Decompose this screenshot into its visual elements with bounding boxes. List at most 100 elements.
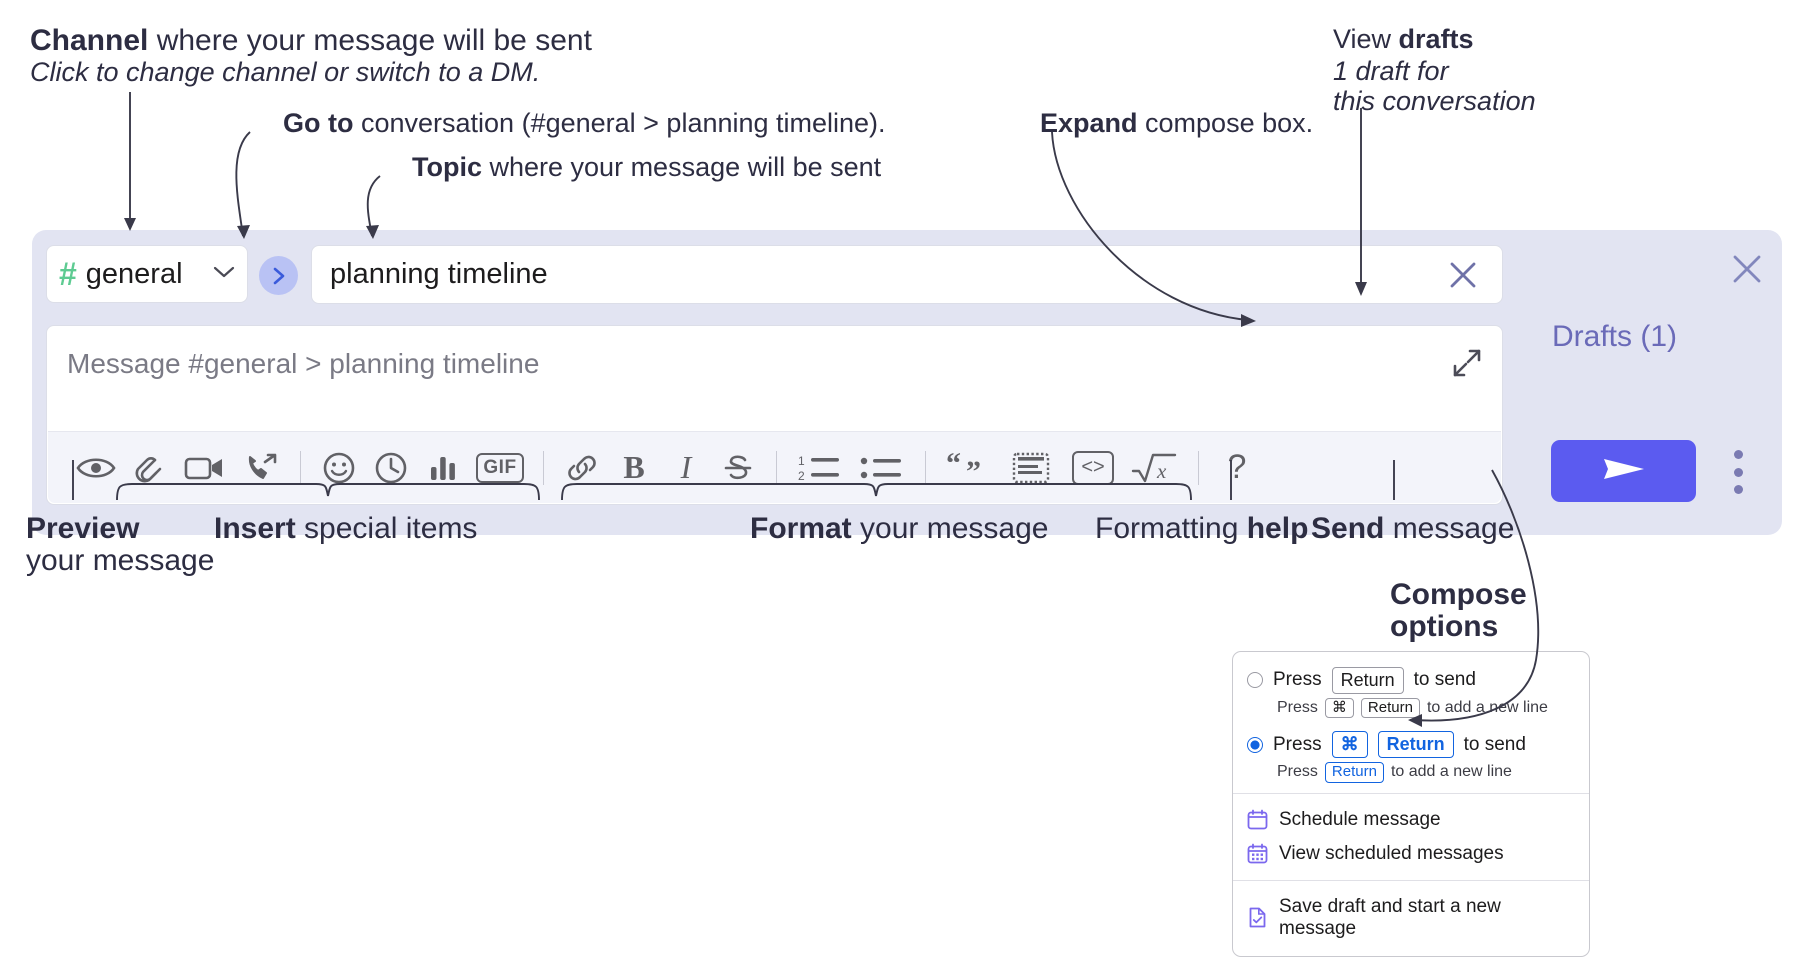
annotation-drafts-italic-2: this conversation [1333, 86, 1536, 116]
annotation-topic-rest: where your message will be sent [482, 152, 882, 182]
topic-input[interactable]: planning timeline [311, 245, 1503, 304]
hash-icon: # [59, 256, 77, 292]
annotation-insert-rest: special items [295, 512, 478, 545]
preview-eye-icon[interactable] [70, 442, 122, 494]
press-label-1: Press [1273, 669, 1322, 691]
annotation-preview-line2: your message [26, 544, 215, 577]
goto-conversation-button[interactable] [259, 256, 298, 295]
menu-radio-return-to-send[interactable]: Press Return to send [1233, 664, 1589, 697]
compose-options-menu: Press Return to send Press ⌘ Return to a… [1232, 651, 1590, 957]
annotation-co-bold-2: options [1390, 610, 1499, 643]
sub-press-label-2: Press [1277, 763, 1318, 781]
menu-item-view-scheduled-messages[interactable]: View scheduled messages [1233, 837, 1589, 871]
gif-icon[interactable]: GIF [469, 442, 531, 494]
annotation-send-bold: Send [1311, 512, 1385, 545]
blockquote-icon[interactable]: “ ” [938, 442, 1000, 494]
annotation-goto: Go to conversation (#general > planning … [283, 106, 886, 141]
italic-icon[interactable]: I [660, 442, 712, 494]
annotation-goto-rest: conversation (#general > planning timeli… [353, 108, 886, 138]
dot-2 [1733, 467, 1743, 477]
code-block-dotted-icon[interactable] [1000, 442, 1062, 494]
press-label-2: Press [1273, 733, 1322, 755]
document-check-icon [1247, 907, 1268, 928]
emoji-smiley-icon[interactable] [313, 442, 365, 494]
annotation-format-bold: Format [750, 512, 852, 545]
key-return-2: Return [1377, 731, 1454, 758]
calendar-grid-icon [1247, 843, 1268, 864]
svg-text:x: x [1156, 459, 1167, 483]
toolbar-divider-1 [300, 450, 301, 485]
annotation-channel-line1: Channel where your message will be sent [30, 22, 592, 60]
key-cmd-1: ⌘ [1324, 697, 1354, 719]
key-cmd-2: ⌘ [1331, 731, 1368, 758]
link-icon[interactable] [556, 442, 608, 494]
to-send-label-2: to send [1463, 733, 1526, 755]
channel-picker[interactable]: # general [46, 245, 248, 303]
calendar-icon [1247, 809, 1268, 830]
compose-options-button[interactable] [1725, 450, 1751, 494]
radio-unselected-icon[interactable] [1247, 672, 1263, 689]
annotation-drafts-line1: View drafts [1333, 22, 1474, 57]
channel-name-label: general [85, 257, 183, 290]
annotation-send-rest: message [1384, 512, 1515, 545]
bulleted-list-icon[interactable] [851, 442, 913, 494]
message-placeholder: Message #general > planning timeline [67, 348, 540, 379]
key-return-sub-2: Return [1324, 761, 1384, 783]
menu-item-save-draft[interactable]: Save draft and start a new message [1233, 890, 1589, 946]
attachment-paperclip-icon[interactable] [122, 442, 174, 494]
bold-icon[interactable]: B [608, 442, 660, 494]
annotation-insert-bold: Insert [214, 512, 296, 545]
annotation-formatting-help: Formatting help [1095, 510, 1308, 548]
annotation-format-rest: your message [851, 512, 1049, 545]
bar-chart-poll-icon[interactable] [417, 442, 469, 494]
annotation-channel-italic: Click to change channel or switch to a D… [30, 57, 541, 87]
message-input-box[interactable]: Message #general > planning timeline [46, 325, 1503, 505]
sub-tail-1: to add a new line [1426, 698, 1548, 716]
dot-3 [1733, 485, 1743, 494]
math-formula-icon[interactable]: x [1124, 442, 1186, 494]
annotation-channel-line2: Click to change channel or switch to a D… [30, 55, 540, 90]
code-inline-icon[interactable]: <> [1062, 442, 1124, 494]
video-camera-icon[interactable] [174, 442, 236, 494]
menu-radio-cmd-return-to-send[interactable]: Press ⌘ Return to send [1233, 728, 1589, 761]
annotation-topic: Topic where your message will be sent [412, 150, 881, 185]
close-icon[interactable] [1446, 258, 1480, 292]
expand-icon[interactable] [1452, 348, 1482, 383]
toolbar-divider-5 [1198, 450, 1199, 485]
clock-icon[interactable] [365, 442, 417, 494]
chevron-right-icon [271, 266, 287, 286]
annotation-expand-rest: compose box. [1137, 108, 1314, 138]
italic-label: I [680, 449, 692, 485]
menu-item-label: View scheduled messages [1279, 842, 1504, 864]
svg-text:2: 2 [798, 469, 805, 483]
annotation-channel-rest: where your message will be sent [148, 24, 592, 57]
send-button[interactable] [1551, 440, 1696, 502]
annotation-topic-bold: Topic [412, 152, 482, 182]
annotation-send: Send message [1311, 510, 1514, 548]
annotation-preview-line1: Preview [26, 510, 139, 548]
toolbar-divider-3 [776, 450, 777, 485]
annotation-co-bold-1: Compose [1390, 578, 1527, 611]
svg-text:”: ” [966, 455, 981, 488]
panel-close-icon[interactable] [1730, 252, 1764, 291]
chevron-down-icon [213, 264, 235, 284]
menu-item-schedule-message[interactable]: Schedule message [1233, 803, 1589, 837]
bold-label: B [623, 449, 645, 485]
strikethrough-icon[interactable] [712, 442, 764, 494]
menu-item-label: Schedule message [1279, 808, 1441, 830]
dot-1 [1733, 450, 1743, 459]
drafts-link[interactable]: Drafts (1) [1552, 320, 1678, 353]
radio-selected-icon[interactable] [1247, 736, 1263, 753]
help-question-icon[interactable]: ? [1211, 442, 1263, 494]
svg-text:1: 1 [798, 454, 805, 468]
sub-tail-2: to add a new line [1390, 763, 1512, 781]
annotation-expand: Expand compose box. [1040, 106, 1313, 141]
annotation-drafts-line2: 1 draft for [1333, 54, 1449, 89]
annotation-preview-bold: Preview [26, 512, 140, 545]
annotation-drafts-line3: this conversation [1333, 84, 1536, 119]
annotation-fhelp-bold: help [1246, 512, 1309, 545]
annotation-goto-bold: Go to [283, 108, 354, 138]
phone-forward-icon[interactable] [236, 442, 288, 494]
